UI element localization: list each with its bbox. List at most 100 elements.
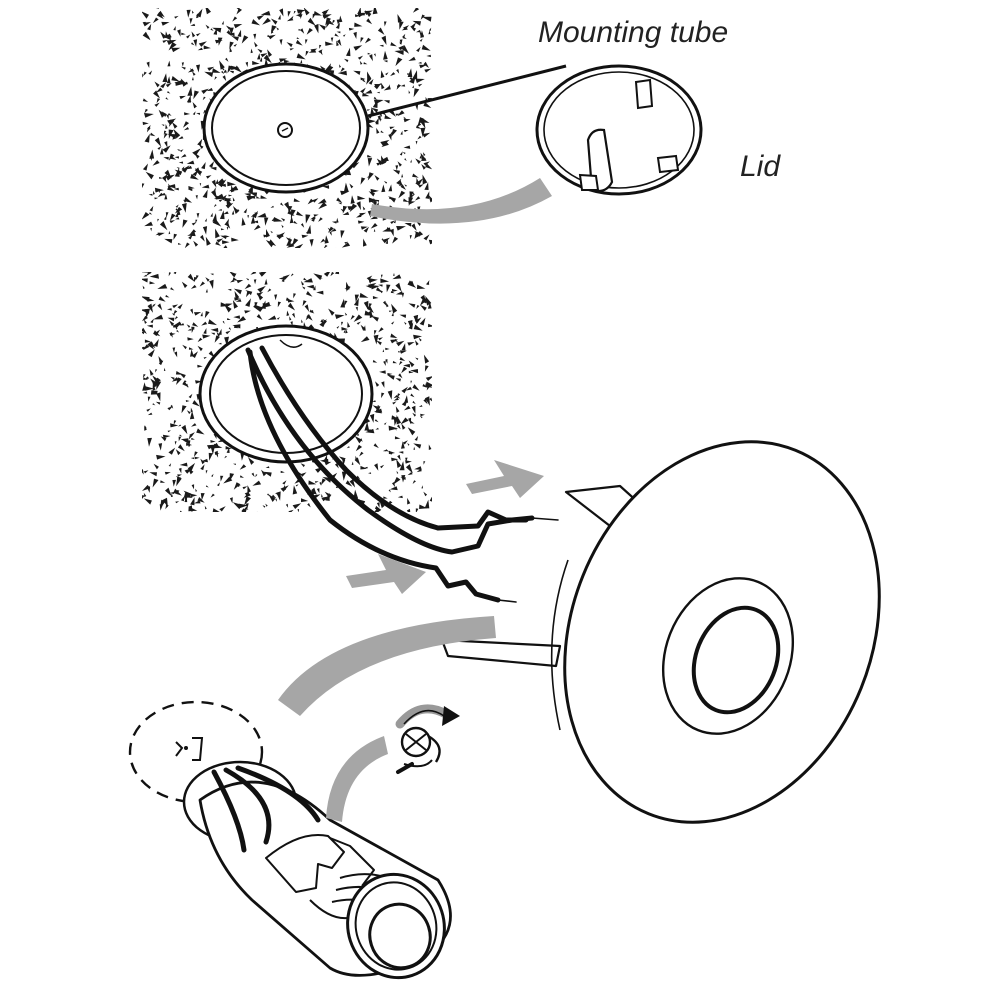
texture-speck (225, 446, 232, 450)
texture-speck (296, 211, 304, 217)
texture-speck (403, 118, 411, 123)
texture-speck (248, 188, 252, 190)
texture-speck (376, 91, 380, 94)
texture-speck (390, 333, 398, 339)
texture-speck (164, 238, 173, 244)
texture-speck (412, 8, 420, 13)
texture-speck (173, 488, 182, 496)
texture-speck (367, 52, 371, 55)
texture-speck (188, 186, 195, 190)
texture-speck (276, 27, 279, 31)
texture-speck (221, 70, 224, 74)
texture-speck (316, 488, 320, 494)
texture-speck (177, 444, 185, 452)
texture-speck (324, 244, 328, 248)
texture-speck (142, 212, 150, 220)
texture-speck (142, 73, 143, 78)
texture-speck (169, 332, 173, 338)
texture-speck (188, 505, 193, 512)
texture-speck (398, 190, 406, 199)
texture-speck (233, 315, 241, 319)
texture-speck (324, 454, 328, 461)
texture-speck (221, 20, 224, 25)
texture-speck (198, 144, 204, 149)
texture-speck (247, 485, 251, 493)
texture-speck (261, 469, 267, 477)
texture-speck (343, 182, 349, 193)
texture-speck (191, 10, 194, 14)
texture-speck (215, 228, 220, 239)
texture-speck (162, 145, 171, 153)
texture-speck (150, 227, 152, 232)
texture-speck (380, 274, 383, 279)
texture-speck (373, 443, 379, 449)
texture-speck (213, 204, 217, 208)
texture-speck (415, 357, 419, 361)
texture-speck (147, 412, 153, 416)
texture-speck (233, 463, 236, 466)
texture-speck (243, 208, 248, 214)
texture-speck (233, 206, 239, 214)
texture-speck (191, 484, 195, 490)
texture-speck (146, 408, 151, 412)
texture-speck (193, 277, 197, 283)
texture-speck (181, 424, 188, 435)
sensor-body (182, 760, 452, 980)
texture-speck (426, 54, 431, 58)
texture-speck (346, 47, 351, 57)
texture-speck (418, 337, 422, 342)
texture-speck (142, 327, 147, 334)
texture-speck (342, 205, 348, 214)
texture-speck (362, 206, 366, 211)
texture-speck (403, 116, 406, 120)
texture-speck (210, 273, 214, 276)
texture-speck (211, 189, 217, 199)
texture-speck (271, 217, 275, 222)
texture-speck (357, 8, 362, 14)
texture-speck (274, 294, 278, 301)
texture-speck (335, 247, 337, 248)
texture-speck (200, 312, 203, 317)
texture-speck (396, 85, 401, 88)
texture-speck (231, 35, 239, 41)
texture-speck (306, 28, 313, 35)
texture-speck (196, 64, 200, 73)
texture-speck (276, 317, 280, 320)
texture-speck (383, 300, 387, 307)
texture-speck (388, 84, 391, 89)
texture-speck (295, 39, 303, 46)
texture-speck (153, 190, 155, 195)
texture-speck (142, 346, 145, 350)
texture-speck (373, 53, 376, 57)
texture-speck (416, 284, 426, 289)
texture-speck (424, 365, 429, 372)
texture-speck (262, 505, 266, 508)
texture-speck (188, 234, 193, 240)
texture-speck (224, 336, 229, 347)
texture-speck (196, 33, 201, 37)
texture-speck (157, 188, 160, 194)
texture-speck (163, 367, 166, 371)
texture-speck (403, 405, 411, 411)
texture-speck (380, 130, 384, 134)
texture-speck (398, 451, 404, 454)
texture-speck (374, 175, 380, 181)
texture-speck (257, 213, 267, 218)
texture-speck (359, 451, 364, 457)
texture-speck (193, 312, 202, 316)
texture-speck (180, 78, 187, 87)
texture-speck (337, 70, 347, 76)
texture-speck (214, 335, 220, 343)
texture-speck (148, 343, 152, 347)
texture-speck (425, 191, 430, 199)
texture-speck (418, 61, 422, 64)
texture-speck (214, 452, 220, 455)
texture-speck (334, 33, 339, 37)
texture-speck (159, 221, 168, 231)
texture-speck (248, 195, 256, 199)
texture-speck (400, 417, 409, 425)
texture-speck (348, 27, 355, 31)
texture-speck (416, 468, 422, 473)
texture-speck (205, 236, 211, 246)
